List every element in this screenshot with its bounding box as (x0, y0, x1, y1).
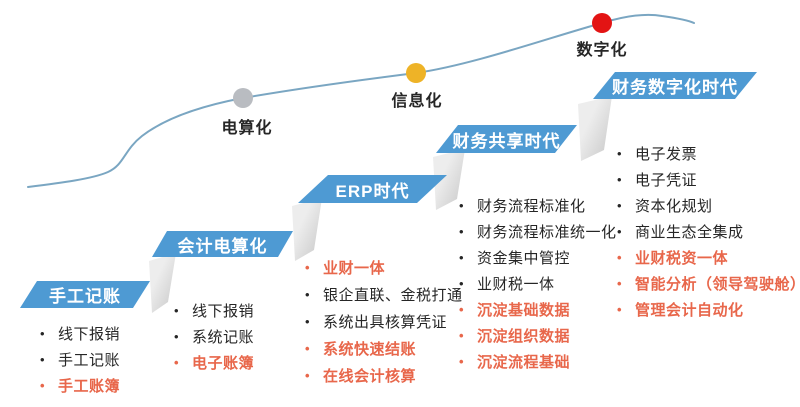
bullet-icon: • (617, 145, 623, 161)
bullet-icon: • (459, 249, 465, 265)
milestone-dot-digitalization-icon (592, 13, 612, 33)
list-item: • 手工记账 (38, 346, 120, 372)
list-item-text: 线下报销 (58, 325, 121, 343)
bullet-icon: • (459, 275, 465, 291)
list-item: • 电子发票 (615, 140, 800, 166)
list-item-text: 智能分析（领导驾驶舱） (635, 275, 800, 293)
list-item-text: 电子发票 (635, 145, 698, 163)
list-item-text: 资金集中管控 (477, 249, 571, 267)
list-item-text: 系统快速结账 (323, 341, 417, 358)
bullet-icon: • (305, 368, 311, 383)
bullet-icon: • (305, 287, 311, 302)
bullet-icon: • (174, 302, 180, 318)
stage-5-list: • 电子发票 • 电子凭证 • 资本化规划 • 商业生态全集成 • 业财税资一体 • 智能分析（领导驾… (615, 140, 800, 322)
list-item-text: 沉淀基础数据 (477, 301, 571, 319)
bullet-icon: • (459, 223, 465, 239)
bullet-icon: • (617, 171, 623, 187)
stage-4-list: • 财务流程标准化 • 财务流程标准统一化 • 资金集中管控 • 业财税一体 • 沉淀基础数据 • 沉… (457, 192, 617, 374)
list-item-text: 管理会计自动化 (635, 301, 744, 319)
stage-3-list: •业财一体•银企直联、金税打通•系统出具核算凭证•系统快速结账•在线会计核算 (303, 254, 463, 389)
list-item: • 沉淀组织数据 (457, 322, 617, 348)
stage-3-title: ERP时代 (335, 181, 410, 201)
list-item: • 财务流程标准统一化 (457, 218, 617, 244)
list-item-text: 银企直联、金税打通 (323, 287, 463, 304)
list-item-text: 系统记账 (192, 328, 255, 346)
bullet-icon: • (617, 249, 623, 265)
list-item: • 电子账簿 (172, 349, 254, 375)
list-item-text: 手工记账 (58, 351, 121, 369)
bullet-icon: • (459, 353, 465, 369)
list-item-text: 商业生态全集成 (635, 223, 744, 241)
list-item: • 沉淀流程基础 (457, 348, 617, 374)
stage-1-list: • 线下报销 • 手工记账 • 手工账簿 (38, 320, 120, 398)
bullet-icon: • (617, 197, 623, 213)
bullet-icon: • (174, 354, 180, 370)
stage-4-title: 财务共享时代 (452, 131, 561, 151)
stage-5-title: 财务数字化时代 (612, 78, 738, 97)
list-item-text: 财务流程标准化 (477, 197, 586, 215)
bullet-icon: • (459, 197, 465, 213)
milestone-label-digitalization: 数字化 (576, 42, 628, 59)
stage-1-banner: 手工记账 (20, 281, 150, 308)
bullet-icon: • (305, 260, 311, 275)
milestone-label-computerization: 电算化 (221, 120, 273, 137)
bullet-icon: • (305, 341, 311, 356)
list-item-text: 业财一体 (323, 260, 386, 277)
milestone-label-informatization: 信息化 (391, 93, 443, 110)
list-item: • 手工账簿 (38, 372, 120, 398)
stage-4-banner: 财务共享时代 (436, 125, 577, 153)
list-item-text: 系统出具核算凭证 (323, 314, 448, 331)
bullet-icon: • (617, 301, 623, 317)
stage-5-banner: 财务数字化时代 (593, 72, 757, 99)
bullet-icon: • (40, 351, 46, 367)
list-item-text: 沉淀流程基础 (477, 353, 571, 371)
list-item: • 财务流程标准化 (457, 192, 617, 218)
milestone-dot-computerization-icon (233, 88, 253, 108)
list-item: • 商业生态全集成 (615, 218, 800, 244)
list-item: • 资金集中管控 (457, 244, 617, 270)
bullet-icon: • (40, 377, 46, 393)
list-item: • 智能分析（领导驾驶舱） (615, 270, 800, 296)
list-item: • 管理会计自动化 (615, 296, 800, 322)
list-item: • 线下报销 (172, 297, 254, 323)
list-item: • 电子凭证 (615, 166, 800, 192)
list-item: • 在线会计核算 (303, 362, 463, 389)
list-item-text: 电子凭证 (635, 171, 698, 189)
list-item: • 业财税一体 (457, 270, 617, 296)
bullet-icon: • (305, 314, 311, 329)
list-item: • 银企直联、金税打通 (303, 281, 463, 308)
list-item: • 业财税资一体 (615, 244, 800, 270)
list-item: • 资本化规划 (615, 192, 800, 218)
list-item-text: 在线会计核算 (323, 368, 417, 385)
list-item: • 系统记账 (172, 323, 254, 349)
stage-2-list: • 线下报销 • 系统记账 • 电子账簿 (172, 297, 254, 375)
list-item: • 线下报销 (38, 320, 120, 346)
stage-1-title: 手工记账 (49, 287, 121, 306)
list-item-text: 业财税一体 (477, 275, 555, 293)
list-item-text: 电子账簿 (192, 354, 255, 372)
stage-2-banner: 会计电算化 (152, 231, 293, 257)
bullet-icon: • (617, 223, 623, 239)
stage-2-title: 会计电算化 (177, 236, 268, 256)
list-item-text: 资本化规划 (635, 197, 713, 215)
list-item-text: 业财税资一体 (635, 249, 729, 267)
bullet-icon: • (174, 328, 180, 344)
list-item-text: 财务流程标准统一化 (477, 223, 617, 241)
bullet-icon: • (459, 301, 465, 317)
list-item: • 系统快速结账 (303, 335, 463, 362)
growth-curve-line (27, 13, 695, 188)
milestone-dot-informatization-icon (406, 63, 426, 83)
list-item-text: 手工账簿 (58, 377, 121, 395)
list-item-text: 沉淀组织数据 (477, 327, 571, 345)
list-item: • 沉淀基础数据 (457, 296, 617, 322)
list-item: • 系统出具核算凭证 (303, 308, 463, 335)
list-item: • 业财一体 (303, 254, 463, 281)
bullet-icon: • (459, 327, 465, 343)
bullet-icon: • (617, 275, 623, 291)
list-item-text: 线下报销 (192, 302, 255, 320)
bullet-icon: • (40, 325, 46, 341)
